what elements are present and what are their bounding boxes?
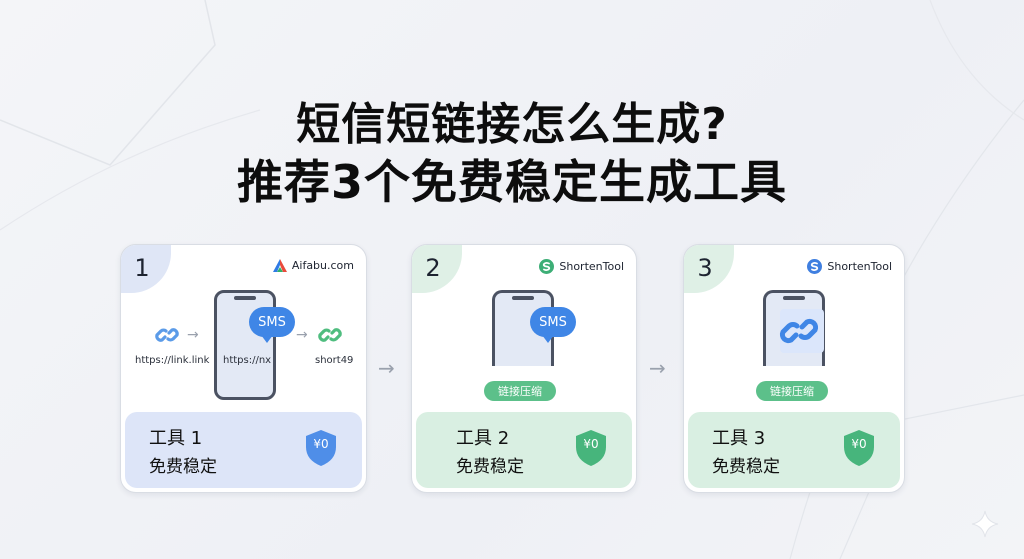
flow-arrow-icon: → (649, 356, 666, 380)
price-shield-icon: ¥0 (304, 429, 338, 467)
sparkle-icon (971, 510, 999, 538)
tool-description: 免费稳定 (712, 457, 780, 477)
arrow-icon: → (187, 327, 199, 343)
phone-illustration (214, 290, 276, 400)
card-number-badge: 3 (684, 245, 734, 293)
shortentool-logo-icon (807, 259, 823, 274)
chain-link-icon (779, 309, 824, 353)
tool-description: 免费稳定 (456, 457, 524, 477)
tool-card-3[interactable]: 3 ShortenTool 链接压缩 工具 3 免费稳定 ¥0 (683, 244, 905, 493)
compress-badge: 链接压缩 (756, 381, 828, 401)
price-shield-icon: ¥0 (574, 429, 608, 467)
sms-bubble: SMS (530, 307, 576, 343)
sms-bubble: SMS (249, 307, 295, 343)
tool-card-2[interactable]: 2 ShortenTool SMS 链接压缩 工具 2 免费稳定 ¥0 (411, 244, 637, 493)
link-icon (155, 328, 179, 342)
tool-name: 工具 3 (712, 428, 766, 449)
tool-name: 工具 2 (456, 428, 510, 449)
original-link-text: https://link.link (135, 355, 210, 366)
brand-label: ShortenTool (559, 260, 624, 273)
short-link-icon (318, 328, 342, 342)
flow-arrow-icon: → (378, 356, 395, 380)
brand-aifabu: Aifabu.com (272, 259, 354, 272)
price-label: ¥0 (583, 437, 599, 451)
price-label: ¥0 (851, 437, 867, 451)
brand-label: ShortenTool (827, 260, 892, 273)
short-link-text: short49 (315, 355, 354, 366)
phone-link-text: https://nx (223, 355, 272, 366)
aifabu-logo-icon (272, 259, 287, 272)
page-title-line-1: 短信短链接怎么生成? (296, 99, 728, 150)
shortentool-logo-icon (539, 259, 555, 274)
tool-description: 免费稳定 (149, 457, 217, 477)
page-title-line-2: 推荐3个免费稳定生成工具 (236, 155, 787, 209)
arrow-icon: → (296, 327, 308, 343)
card-number-badge: 2 (412, 245, 462, 293)
tool-name: 工具 1 (149, 428, 203, 449)
tool-info-panel: 工具 1 免费稳定 ¥0 (125, 412, 362, 488)
price-shield-icon: ¥0 (842, 429, 876, 467)
card-number-badge: 1 (121, 245, 171, 293)
tool-card-1[interactable]: 1 Aifabu.com → SMS → https://link.link h… (120, 244, 367, 493)
compress-badge: 链接压缩 (484, 381, 556, 401)
tool-info-panel: 工具 2 免费稳定 ¥0 (416, 412, 632, 488)
brand-shortentool: ShortenTool (539, 259, 624, 274)
brand-shortentool: ShortenTool (807, 259, 892, 274)
tool-info-panel: 工具 3 免费稳定 ¥0 (688, 412, 900, 488)
price-label: ¥0 (313, 437, 329, 451)
brand-label: Aifabu.com (291, 259, 354, 272)
